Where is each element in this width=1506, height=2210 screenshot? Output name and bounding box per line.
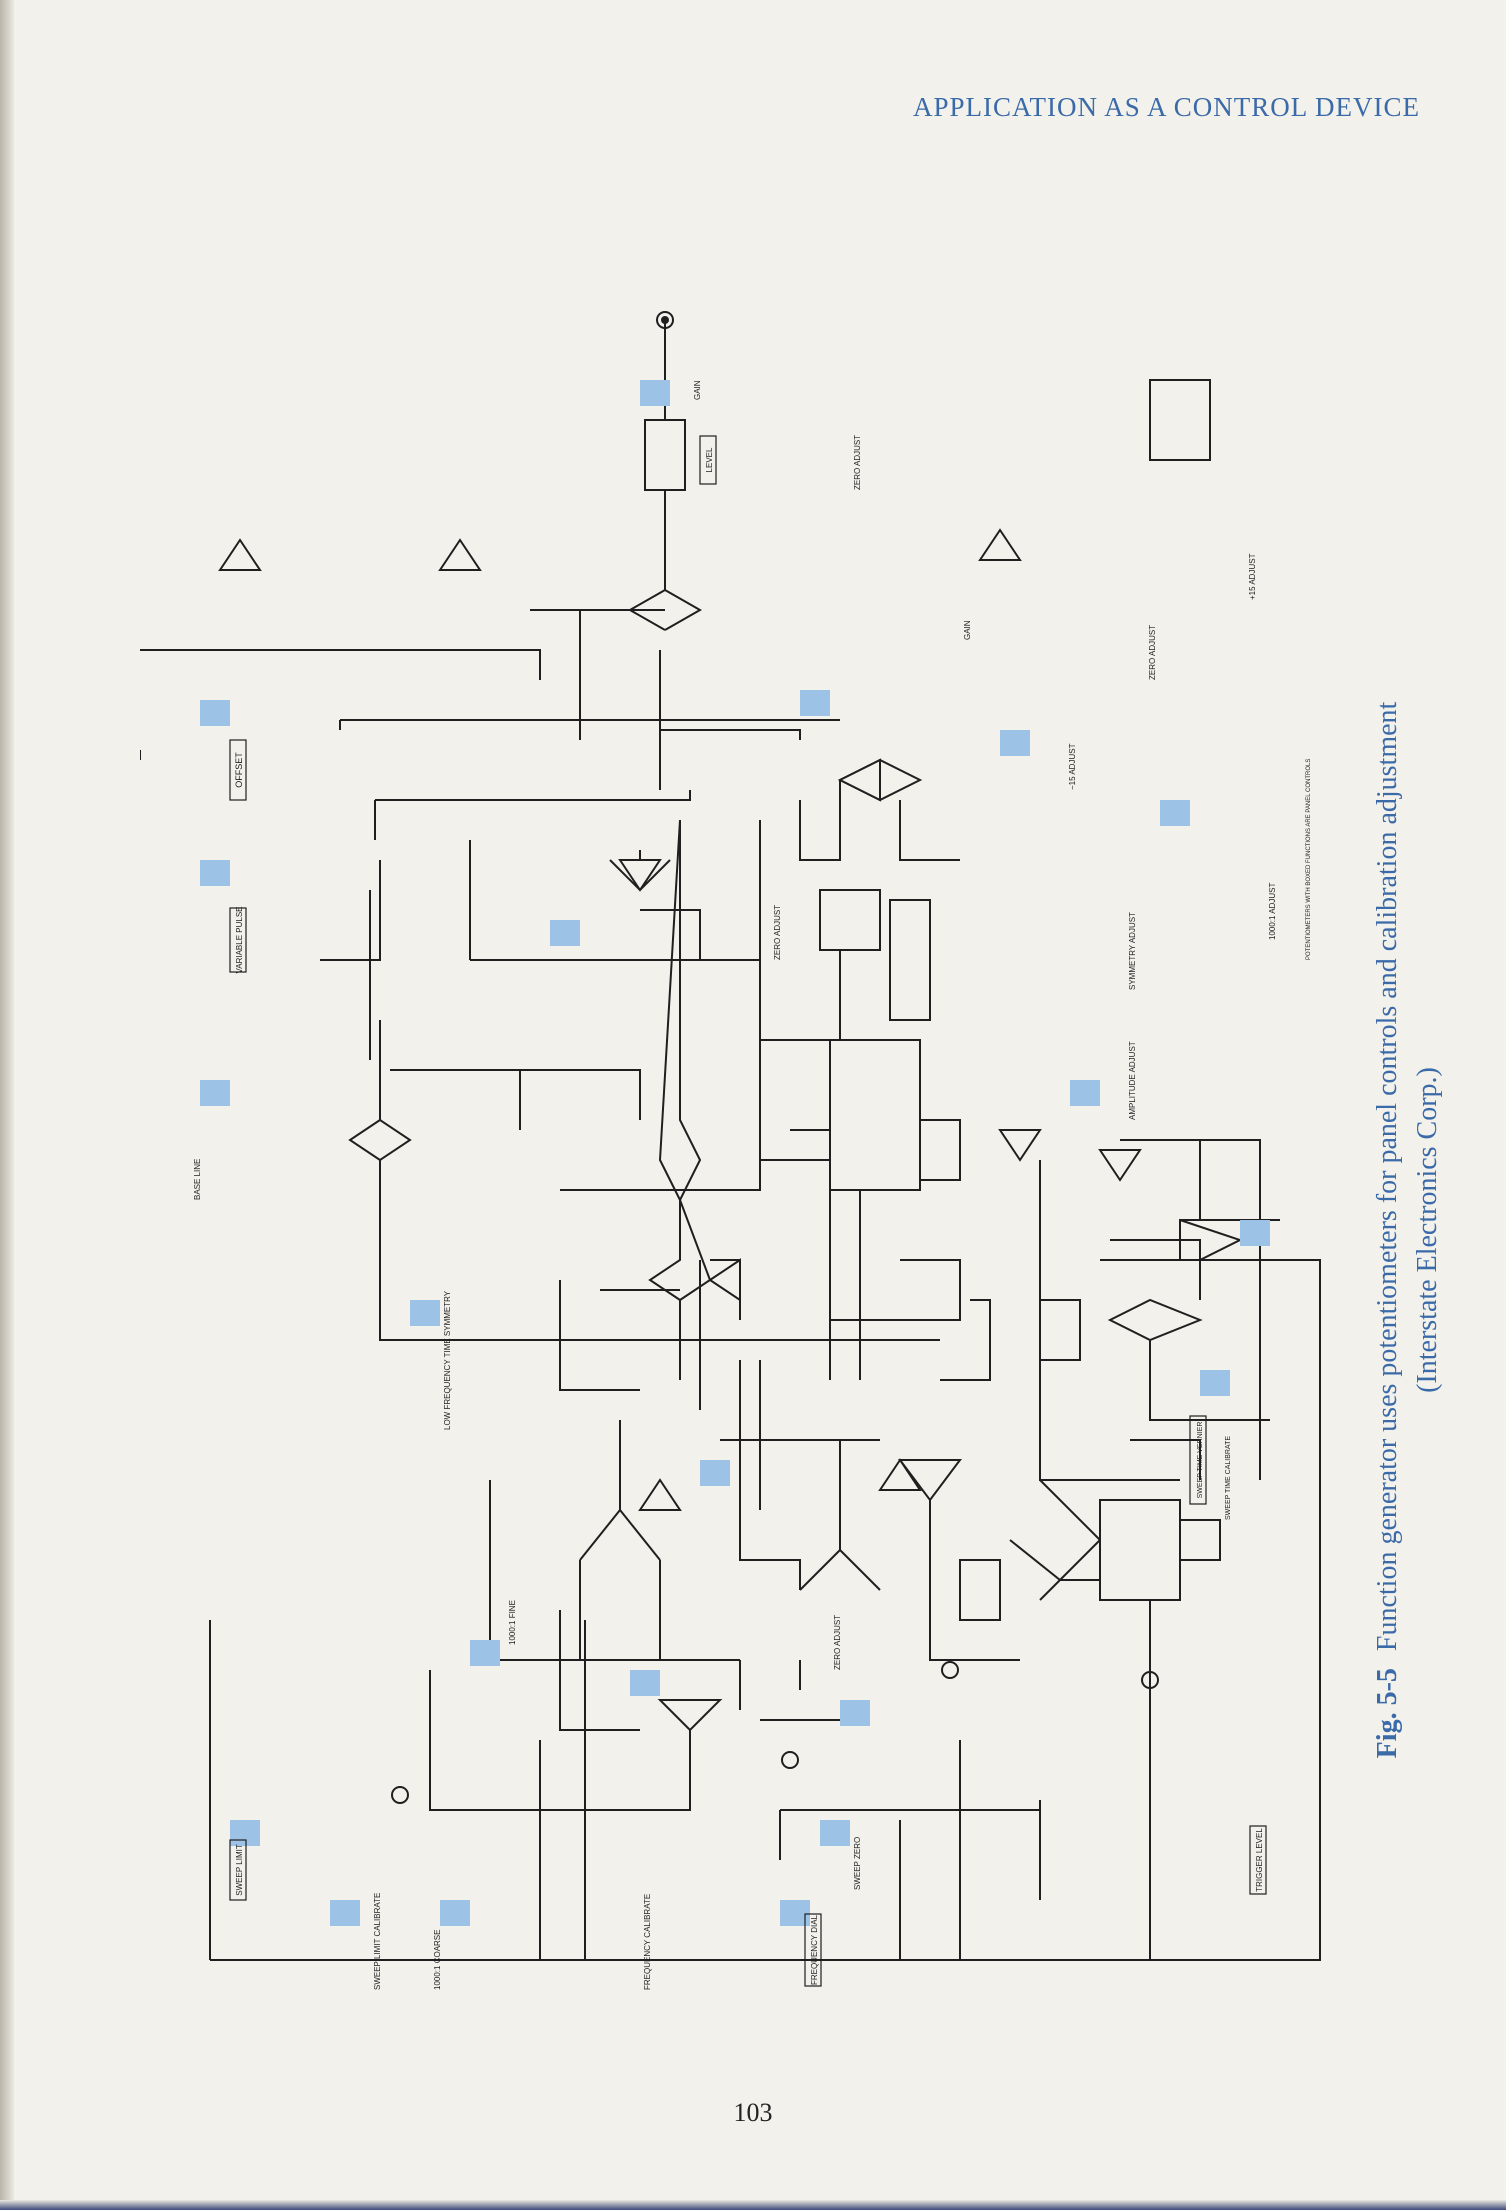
panel-control-labels: OFFSET VARIABLE PULSE SWEEP LIMIT FREQUE… bbox=[229, 435, 1267, 1987]
label-sweep-time-calibrate: SWEEP TIME CALIBRATE bbox=[1225, 1436, 1232, 1520]
svg-text:TRIGGER LEVEL: TRIGGER LEVEL bbox=[1255, 1828, 1264, 1892]
circuit-schematic: OFFSET VARIABLE PULSE SWEEP LIMIT FREQUE… bbox=[140, 311, 1321, 1990]
circuit-blocks bbox=[644, 379, 1211, 1621]
panel-label-level: LEVEL bbox=[699, 435, 717, 485]
label-zero-adjust-low: ZERO ADJUST bbox=[833, 1615, 842, 1670]
amplifier-symbols bbox=[218, 528, 1142, 1511]
panel-label-trigger-level: TRIGGER LEVEL bbox=[1249, 1825, 1267, 1895]
label-minus15-adjust: −15 ADJUST bbox=[1068, 743, 1077, 790]
terminals bbox=[391, 311, 1159, 1804]
label-sweep-limit-calibrate: SWEEP LIMIT CALIBRATE bbox=[373, 1893, 382, 1990]
svg-text:FREQUENCY DIAL: FREQUENCY DIAL bbox=[810, 1914, 819, 1985]
svg-text:SWEEP LIMIT: SWEEP LIMIT bbox=[235, 1844, 244, 1896]
pulse-shaper-block bbox=[889, 899, 931, 1021]
label-gain-mid: GAIN bbox=[963, 620, 972, 640]
label-frequency-calibrate: FREQUENCY CALIBRATE bbox=[643, 1894, 652, 1990]
panel-label-sweep-time-vernier: SWEEP TIME VERNIER bbox=[1189, 1415, 1207, 1505]
caption-credit: (Interstate Electronics Corp.) bbox=[1412, 1067, 1443, 1393]
svg-text:SWEEP TIME VERNIER: SWEEP TIME VERNIER bbox=[1197, 1422, 1204, 1499]
label-zero-adjust-top: ZERO ADJUST bbox=[853, 435, 862, 490]
page-bottom-edge bbox=[0, 2200, 1506, 2210]
schematic-wiring bbox=[140, 320, 1321, 1961]
label-1000-1-adjust: 1000:1 ADJUST bbox=[1268, 883, 1277, 940]
label-low-frequency-time-symmetry: LOW FREQUENCY TIME SYMMETRY bbox=[443, 1290, 452, 1430]
figure-caption: Fig. 5-5 Function generator uses potenti… bbox=[1348, 520, 1468, 1940]
svg-text:OFFSET: OFFSET bbox=[234, 752, 244, 788]
schematic-note: POTENTIOMETERS WITH BOXED FUNCTIONS ARE … bbox=[1306, 759, 1312, 960]
adjustment-labels: GAIN ZERO ADJUST GAIN ZERO ADJUST −15 AD… bbox=[193, 380, 1312, 1990]
label-sweep-zero: SWEEP ZERO bbox=[853, 1837, 862, 1890]
label-zero-adjust-mid: ZERO ADJUST bbox=[1148, 625, 1157, 680]
running-head: APPLICATION AS A CONTROL DEVICE bbox=[912, 92, 1420, 122]
potentiometer-highlights bbox=[200, 380, 1270, 1926]
panel-label-sweep-limit: SWEEP LIMIT bbox=[229, 1839, 247, 1901]
figure-label: Fig. 5-5 bbox=[1372, 1668, 1403, 1759]
svg-text:VARIABLE PULSE: VARIABLE PULSE bbox=[235, 907, 244, 974]
label-symmetry-adjust: SYMMETRY ADJUST bbox=[1128, 912, 1137, 990]
label-plus15-adjust: +15 ADJUST bbox=[1248, 553, 1257, 600]
label-1000-1-coarse: 1000:1 COARSE bbox=[433, 1930, 442, 1990]
caption-text: Fig. 5-5 Function generator uses potenti… bbox=[1368, 530, 1448, 1930]
panel-label-offset: OFFSET bbox=[229, 739, 247, 801]
binding-shadow bbox=[0, 0, 14, 2210]
panel-label-variable-pulse: VARIABLE PULSE bbox=[229, 907, 247, 974]
label-base-line: BASE LINE bbox=[193, 1159, 202, 1200]
panel-label-frequency-dial: FREQUENCY DIAL bbox=[804, 1913, 822, 1987]
svg-text:LEVEL: LEVEL bbox=[705, 447, 714, 472]
page-number: 103 bbox=[733, 2098, 773, 2127]
label-amplitude-adjust: AMPLITUDE ADJUST bbox=[1128, 1041, 1137, 1120]
label-zero-adjust-pulse: ZERO ADJUST bbox=[773, 905, 782, 960]
label-1000-1-fine: 1000:1 FINE bbox=[508, 1600, 517, 1645]
caption-body: Function generator uses potentiometers f… bbox=[1372, 701, 1403, 1652]
label-gain-top: GAIN bbox=[693, 380, 702, 400]
